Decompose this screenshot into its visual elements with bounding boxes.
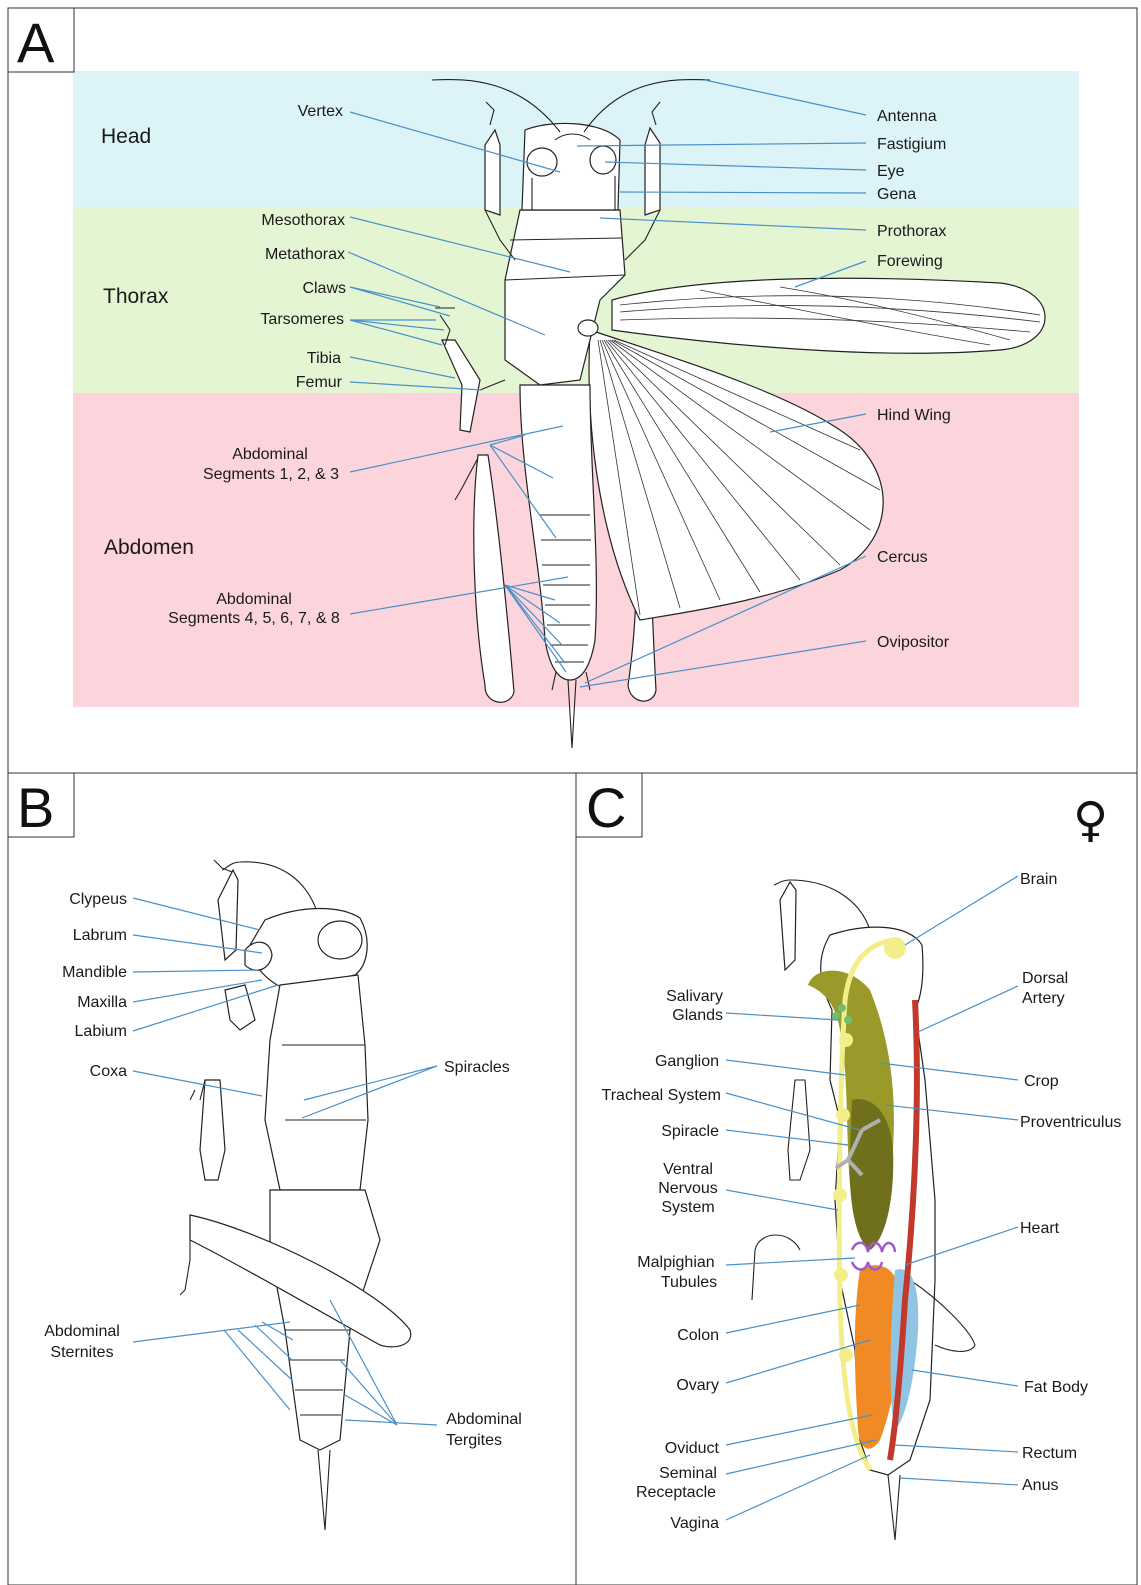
label-vagina: Vagina bbox=[670, 1515, 719, 1532]
label-vns-line1: Ventral bbox=[663, 1161, 713, 1178]
label-tarsomeres: Tarsomeres bbox=[260, 311, 344, 328]
label-clypeus: Clypeus bbox=[69, 891, 127, 908]
label-vertex: Vertex bbox=[298, 103, 343, 120]
label-eye: Eye bbox=[877, 163, 905, 180]
label-mandible: Mandible bbox=[62, 964, 127, 981]
label-abdominal-segments-45678-line2: Segments 4, 5, 6, 7, & 8 bbox=[168, 610, 340, 627]
label-mesothorax: Mesothorax bbox=[261, 212, 345, 229]
label-metathorax: Metathorax bbox=[265, 246, 345, 263]
label-abdominal-segments-123-line1: Abdominal bbox=[232, 446, 308, 463]
label-seminal-receptacle-line1: Seminal bbox=[659, 1465, 717, 1482]
label-salivary-glands-line1: Salivary bbox=[666, 988, 723, 1005]
label-malpighian-line1: Malpighian bbox=[637, 1254, 714, 1271]
label-abdominal-segments-123-line2: Segments 1, 2, & 3 bbox=[203, 466, 339, 483]
label-rectum: Rectum bbox=[1022, 1445, 1077, 1462]
label-proventriculus: Proventriculus bbox=[1020, 1114, 1121, 1131]
panel-a-letter: A bbox=[17, 11, 55, 74]
abdomen-region-label: Abdomen bbox=[104, 536, 194, 559]
label-prothorax: Prothorax bbox=[877, 223, 946, 240]
label-coxa: Coxa bbox=[90, 1063, 127, 1080]
label-spiracle: Spiracle bbox=[661, 1123, 719, 1140]
label-abdominal-sternites-line1: Abdominal bbox=[44, 1323, 120, 1340]
label-spiracles: Spiracles bbox=[444, 1059, 510, 1076]
label-ovipositor: Ovipositor bbox=[877, 634, 950, 651]
label-ganglion: Ganglion bbox=[655, 1053, 719, 1070]
ganglion-2 bbox=[836, 1108, 850, 1122]
label-labium: Labium bbox=[75, 1023, 127, 1040]
salivary-gland-3 bbox=[844, 1016, 852, 1024]
panel-b-letter: B bbox=[17, 776, 54, 839]
label-labrum: Labrum bbox=[73, 927, 127, 944]
panel-b: B bbox=[8, 773, 576, 1585]
label-abdominal-tergites-line2: Tergites bbox=[446, 1432, 502, 1449]
label-malpighian-line2: Tubules bbox=[661, 1274, 717, 1291]
label-dorsal-artery-line2: Artery bbox=[1022, 990, 1065, 1007]
label-seminal-receptacle-line2: Receptacle bbox=[636, 1484, 716, 1501]
salivary-gland-1 bbox=[838, 1004, 846, 1012]
label-claws: Claws bbox=[302, 280, 346, 297]
label-anus: Anus bbox=[1022, 1477, 1058, 1494]
label-colon: Colon bbox=[677, 1327, 719, 1344]
thorax-region-label: Thorax bbox=[103, 285, 169, 308]
label-oviduct: Oviduct bbox=[665, 1440, 720, 1457]
ganglion-4 bbox=[834, 1268, 848, 1282]
ganglion-1 bbox=[839, 1033, 853, 1047]
label-heart: Heart bbox=[1020, 1220, 1060, 1237]
label-gena: Gena bbox=[877, 186, 916, 203]
label-brain: Brain bbox=[1020, 871, 1057, 888]
label-femur: Femur bbox=[296, 374, 343, 391]
label-vns-line2: Nervous bbox=[658, 1180, 718, 1197]
label-forewing: Forewing bbox=[877, 253, 943, 270]
label-tracheal-system: Tracheal System bbox=[602, 1087, 721, 1104]
label-fat-body: Fat Body bbox=[1024, 1379, 1088, 1396]
label-tibia: Tibia bbox=[307, 350, 341, 367]
label-ovary: Ovary bbox=[676, 1377, 719, 1394]
label-hind-wing: Hind Wing bbox=[877, 407, 951, 424]
label-fastigium: Fastigium bbox=[877, 136, 946, 153]
ganglion-3 bbox=[833, 1188, 847, 1202]
label-abdominal-sternites-line2: Sternites bbox=[50, 1344, 113, 1361]
head-region-label: Head bbox=[101, 125, 151, 148]
label-crop: Crop bbox=[1024, 1073, 1059, 1090]
label-abdominal-tergites-line1: Abdominal bbox=[446, 1411, 522, 1428]
label-maxilla: Maxilla bbox=[77, 994, 127, 1011]
label-abdominal-segments-45678-line1: Abdominal bbox=[216, 591, 292, 608]
label-antenna: Antenna bbox=[877, 108, 937, 125]
female-symbol: ♀ bbox=[1073, 792, 1108, 848]
label-cercus: Cercus bbox=[877, 549, 928, 566]
label-salivary-glands-line2: Glands bbox=[672, 1007, 723, 1024]
label-vns-line3: System bbox=[661, 1199, 714, 1216]
salivary-gland-2 bbox=[832, 1012, 840, 1020]
label-dorsal-artery-line1: Dorsal bbox=[1022, 970, 1068, 987]
brain bbox=[884, 937, 906, 959]
panel-c: C ♀ bbox=[576, 773, 1137, 1585]
panel-a: A Head Thorax Abdomen bbox=[8, 8, 1137, 773]
ganglion-5 bbox=[839, 1348, 853, 1362]
panel-c-letter: C bbox=[586, 776, 626, 839]
